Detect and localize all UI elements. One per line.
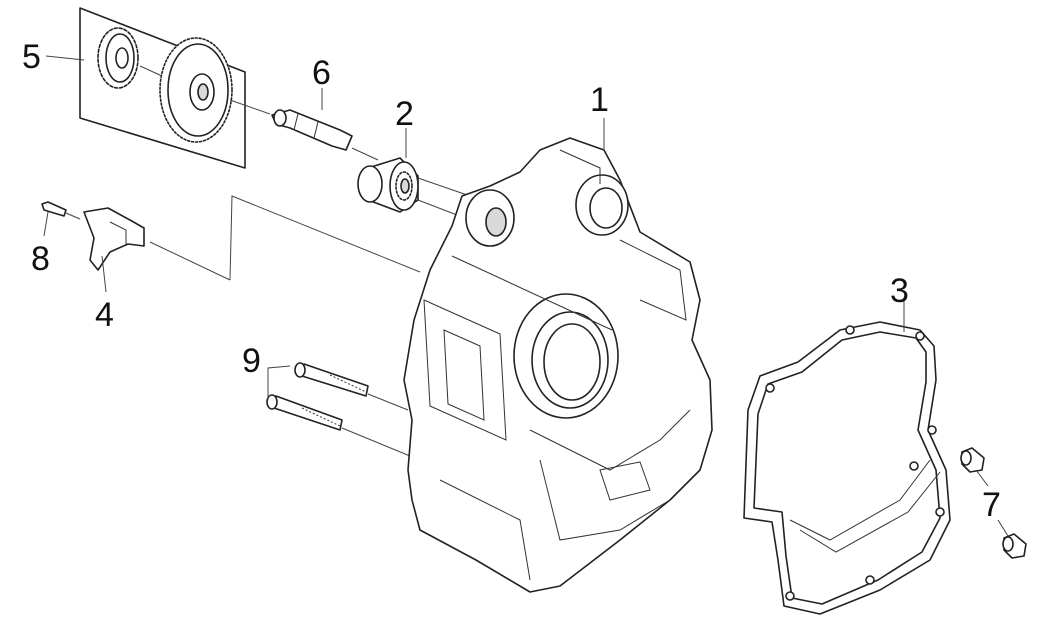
large-gear: [159, 37, 233, 143]
part-9-bolts: [266, 362, 411, 457]
callout-5: 5: [22, 38, 41, 76]
part-4-bracket: [83, 195, 421, 281]
callout-6: 6: [312, 54, 331, 92]
part-6-shaft: [229, 99, 379, 161]
small-gear: [97, 27, 139, 89]
part-8-bolt: [41, 201, 81, 220]
part-1-crankcase: [403, 118, 713, 593]
callout-labels: 1 2 3 4 5 6 7 8 9: [22, 38, 1001, 524]
callout-1: 1: [590, 81, 609, 119]
callout-8: 8: [31, 240, 50, 278]
callout-3: 3: [890, 272, 909, 310]
callout-9: 9: [242, 342, 261, 380]
part-5-gear-assembly: [79, 7, 246, 169]
callout-2: 2: [395, 95, 414, 133]
part-7-dowel-pins: [960, 447, 1027, 559]
leader-lines: [43, 55, 407, 293]
callout-7: 7: [982, 486, 1001, 524]
callout-4: 4: [95, 296, 114, 334]
part-3-gasket: [743, 300, 951, 615]
part-2-bearing: [357, 157, 471, 221]
